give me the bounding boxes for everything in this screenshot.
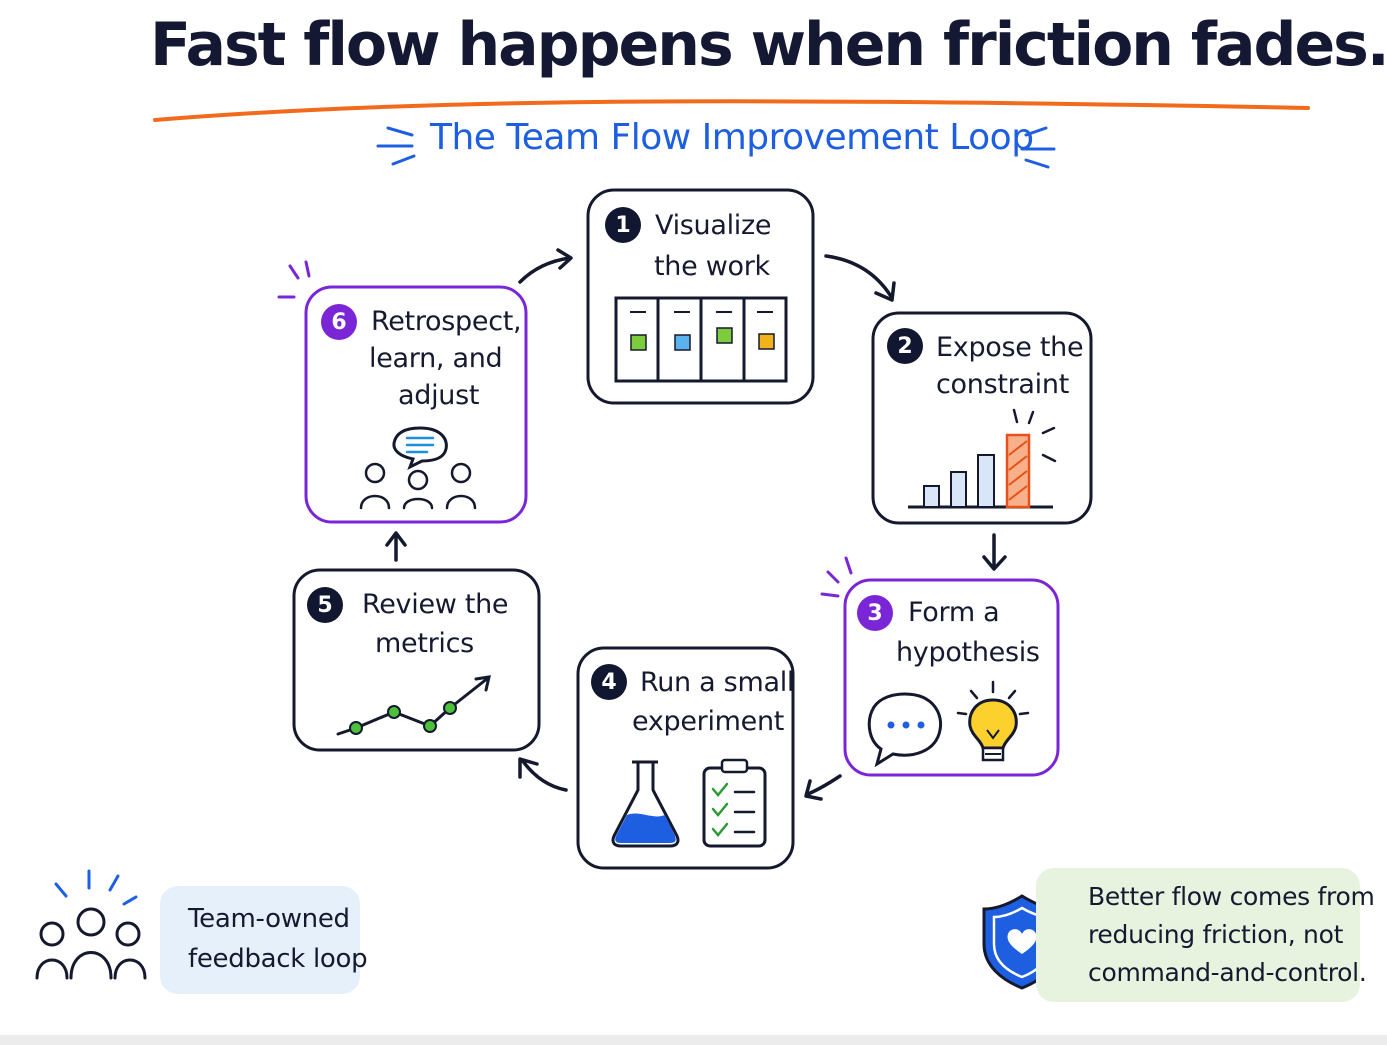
step-4-label-line1: Run a small [640, 667, 795, 698]
step-6-card [304, 285, 528, 524]
line-chart-icon [336, 675, 491, 736]
arrow-1-to-2 [824, 254, 896, 302]
bottom-band [0, 1035, 1387, 1045]
arrow-2-to-3 [982, 533, 1007, 571]
team-discussion-icon [359, 426, 477, 510]
step-3-label-line1: Form a [908, 597, 1000, 628]
page-subtitle: The Team Flow Improvement Loop [430, 117, 1034, 158]
step-2-number: 2 [887, 328, 923, 364]
step-6-label-line3: adjust [398, 380, 480, 411]
team-icon [35, 869, 147, 980]
step-6-number: 6 [321, 304, 357, 340]
subtitle-dashes-left [376, 126, 416, 166]
step-6-label-line1: Retrospect, [371, 306, 522, 337]
page-title: Fast flow happens when friction fades. [150, 10, 1387, 80]
step-1-number: 1 [605, 207, 641, 243]
step-6-label-line2: learn, and [369, 343, 503, 374]
lightbulb-icon [956, 680, 1030, 762]
step-5-number: 5 [307, 587, 343, 623]
kanban-board-icon [614, 296, 788, 383]
better-flow-note: Better flow comes from reducing friction… [1036, 868, 1375, 1002]
team-feedback-note-line2: feedback loop [188, 944, 368, 974]
title-underline [153, 99, 1310, 122]
step-2-label-line2: constraint [936, 369, 1069, 400]
arrow-5-to-6 [385, 531, 407, 562]
team-feedback-note-line1: Team-owned [188, 904, 350, 934]
flask-icon [611, 760, 680, 848]
step-5-card [292, 568, 541, 752]
step-5-label-line1: Review the [362, 589, 509, 620]
arrow-4-to-5 [518, 757, 568, 792]
step-4-label-line2: experiment [632, 706, 785, 737]
step-3-number: 3 [857, 595, 893, 631]
step-1-label-line1: Visualize [655, 210, 772, 241]
bar-chart-icon [908, 408, 1057, 509]
step-1-label-line2: the work [654, 251, 770, 282]
step-4-number: 4 [591, 664, 627, 700]
better-flow-note-line2: reducing friction, not [1088, 920, 1344, 949]
step-6-emphasis-marks [277, 260, 311, 299]
step-2-card [871, 311, 1093, 525]
step-5-label-line2: metrics [375, 628, 474, 659]
subtitle-dashes-right [1020, 126, 1056, 169]
team-feedback-note: Team-owned feedback loop [160, 886, 368, 994]
arrow-3-to-4 [804, 774, 842, 801]
better-flow-note-line1: Better flow comes from [1088, 882, 1375, 911]
step-3-label-line2: hypothesis [896, 637, 1040, 668]
better-flow-note-line3: command-and-control. [1088, 958, 1367, 987]
step-3-emphasis-marks [820, 556, 853, 598]
checklist-icon [702, 758, 767, 848]
step-2-label-line1: Expose the [936, 332, 1084, 363]
arrow-6-to-1 [518, 248, 573, 284]
speech-bubble-icon [867, 692, 943, 768]
